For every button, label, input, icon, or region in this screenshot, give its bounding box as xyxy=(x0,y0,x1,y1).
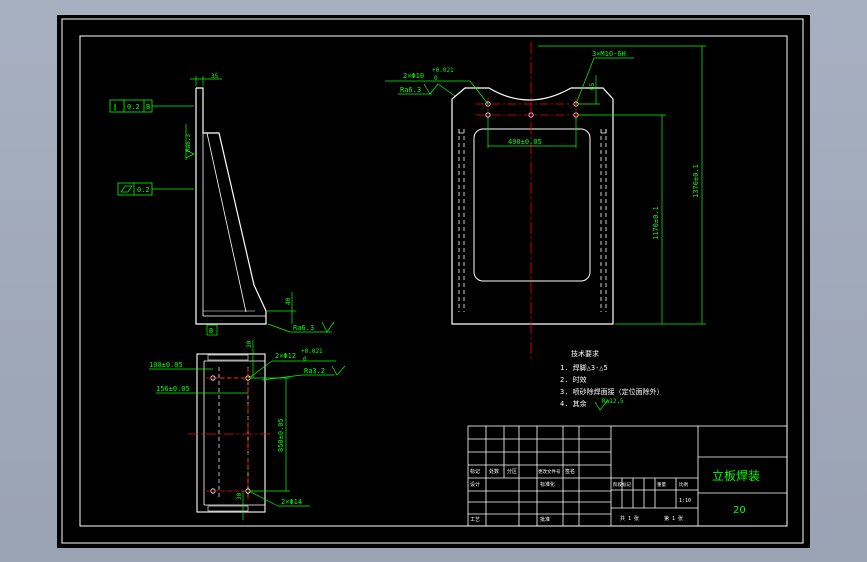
dim-40-text: 40 xyxy=(285,297,292,305)
front-surface-text: Ra6.3 xyxy=(400,86,421,94)
tb-weight-label: 重量 xyxy=(657,481,666,488)
tb-label-count: 处数 xyxy=(489,468,499,475)
pin-tol-lower: 0 xyxy=(434,75,438,82)
title-block-text: 标记 处数 分区 更改文件号 签名 设计 标准化 工艺 批准 阶段标记 重量 比… xyxy=(470,468,760,523)
parallel-datum: B xyxy=(146,103,150,111)
tolerance-value: 0.2 xyxy=(137,186,150,194)
tb-label-zone: 分区 xyxy=(507,468,517,475)
side-surface-bottom: Ra6.3 xyxy=(293,324,314,332)
tb-label-std: 标准化 xyxy=(540,481,555,488)
title-block-frame xyxy=(467,425,788,527)
model-space xyxy=(57,15,810,548)
tb-label-designer: 设计 xyxy=(470,481,480,488)
bottom-view: 2×Φ12 +0.021 0 Ra3.2 100±0.05 156±0.05 3… xyxy=(149,340,346,520)
hole-callout-leader xyxy=(575,57,595,105)
dim-30-top-text: 30 xyxy=(246,340,253,348)
front-view-outline xyxy=(451,87,614,325)
drawing-frame-inner xyxy=(79,35,788,527)
front-surface-symbol xyxy=(423,83,439,95)
note-surface-rest: Ra12.5 xyxy=(602,398,624,405)
bottom-surface-symbol xyxy=(331,365,346,376)
side-surface-top: Ra6.3 xyxy=(185,134,192,152)
front-surface-leader xyxy=(437,83,456,97)
side-view: 35 ∥ 0.2 B 0.2 Ra6.3 40 Ra6.3 B xyxy=(109,73,335,336)
flatness-value: 0.2 xyxy=(127,103,140,111)
bottom-view-outline xyxy=(196,353,266,513)
dim-35-text: 35 xyxy=(211,73,219,80)
dim-156-text: 156±0.05 xyxy=(156,385,190,393)
tb-sheet-total: 共 1 张 xyxy=(620,515,639,522)
dim-490-text: 490±0.05 xyxy=(508,138,542,146)
pin-callout-text: 2×Φ10 xyxy=(403,72,424,80)
title-block xyxy=(467,425,788,527)
drawing-frame-outer xyxy=(61,18,804,544)
bottom-pin-tol-lower: 0 xyxy=(303,356,307,363)
side-surface-bottom-symbol xyxy=(321,321,335,333)
dim-1370-text: 1370±0.1 xyxy=(692,164,700,198)
tb-label-process: 工艺 xyxy=(470,517,480,523)
side-surface-top-symbol xyxy=(185,149,195,159)
dim-850-text: 850±0.05 xyxy=(277,418,285,452)
bottom-hole-leader xyxy=(248,490,279,507)
note-item-1: 1. 焊脚△3-△5 xyxy=(560,363,608,372)
tb-scale-value: 1:10 xyxy=(679,498,691,504)
dim-30-bottom-text: 30 xyxy=(236,492,243,500)
bottom-slot-top xyxy=(207,354,249,361)
pin-tol-upper: +0.021 xyxy=(432,67,454,74)
flatness-icon xyxy=(120,185,133,193)
tb-scale-label: 比例 xyxy=(679,481,688,488)
side-surface-bottom-leader xyxy=(267,323,291,333)
tb-label-approve: 批准 xyxy=(540,516,550,523)
bottom-surface-text: Ra3.2 xyxy=(304,367,325,375)
bottom-surface-leader xyxy=(261,374,303,381)
tb-drawing-number: 20 xyxy=(733,505,746,516)
note-item-4: 4. 其余 xyxy=(560,399,587,408)
side-view-web-edge xyxy=(206,132,247,313)
datum-box[interactable] xyxy=(206,324,218,336)
front-view: 3×M10-6H 2×Φ10 +0.021 0 Ra6.3 65 490±0.0… xyxy=(385,42,706,362)
bottom-pin-callout: 2×Φ12 xyxy=(275,352,296,360)
tb-sheet-no: 第 1 张 xyxy=(664,515,683,522)
bottom-pin-tol-upper: +0.021 xyxy=(301,348,323,355)
technical-notes: 技术要求 1. 焊脚△3-△5 2. 时效 3. 喷砂除焊面接（定位面除外） 4… xyxy=(560,349,664,411)
dim-1170-text: 1170±0.1 xyxy=(652,206,660,240)
tb-label-sign: 签名 xyxy=(565,468,575,475)
front-view-window xyxy=(473,128,591,282)
bottom-slot-bottom xyxy=(207,505,249,512)
note-item-3: 3. 喷砂除焊面接（定位面除外） xyxy=(560,387,664,396)
tb-part-name: 立板焊装 xyxy=(712,468,760,483)
tb-label-marker: 标记 xyxy=(470,468,480,475)
dim-100-text: 100±0.05 xyxy=(149,361,183,369)
bottom-hole-callout: 2×Φ14 xyxy=(281,498,302,506)
side-view-outline xyxy=(195,87,267,325)
dim-65-text: 65 xyxy=(589,82,596,90)
front-slot-left xyxy=(458,129,464,134)
note-surface-symbol xyxy=(594,399,609,411)
hole-callout-text: 3×M10-6H xyxy=(592,50,626,58)
tb-stage-label: 阶段标记 xyxy=(613,481,631,488)
tb-label-change: 更改文件号 xyxy=(538,468,561,475)
parallel-symbol: ∥ xyxy=(113,103,117,111)
note-item-2: 2. 时效 xyxy=(560,375,587,384)
datum-label: B xyxy=(209,327,213,335)
notes-title: 技术要求 xyxy=(571,349,599,358)
pin-callout-leader xyxy=(469,80,489,105)
front-slot-right xyxy=(601,129,607,134)
